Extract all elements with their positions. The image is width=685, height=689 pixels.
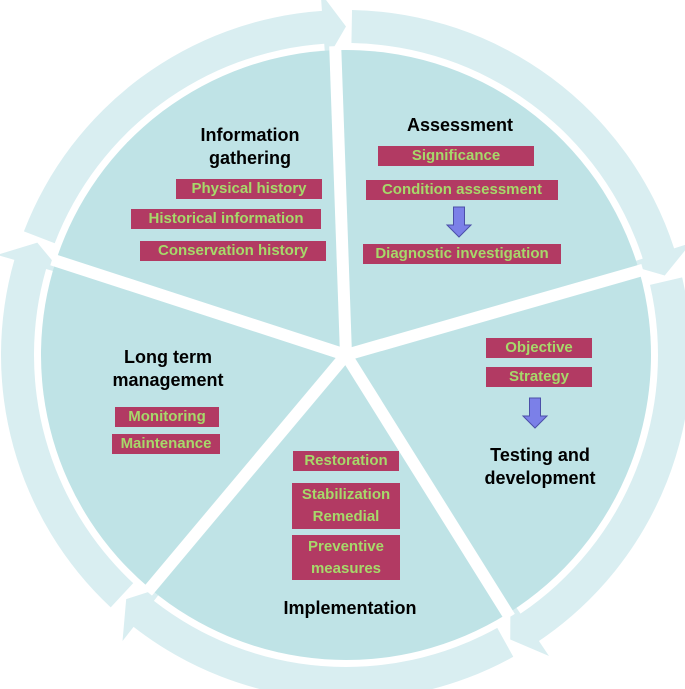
- preventive-measures-box: Preventive measures: [292, 535, 400, 580]
- testing-and-development-title: Testing and development: [484, 445, 596, 488]
- testing-down-arrow-icon: [521, 397, 549, 429]
- condition-assessment-box: Condition assessment: [366, 180, 558, 200]
- information-gathering-title: Information gathering: [200, 125, 300, 168]
- gathering-arrow-segment: [23, 0, 346, 244]
- objective-box: Objective: [486, 338, 592, 358]
- divider-right: [344, 264, 645, 361]
- diagnostic-investigation-box: Diagnostic investigation: [363, 244, 561, 264]
- physical-history-box: Physical history: [176, 179, 322, 199]
- divider-bottom-right: [340, 351, 515, 621]
- historical-information-box: Historical information: [131, 209, 321, 229]
- monitoring-box: Monitoring: [115, 407, 219, 427]
- assessment-title: Assessment: [406, 115, 514, 135]
- divider-top: [329, 45, 352, 356]
- implementation-arrow-segment: [122, 586, 514, 689]
- maintenance-box: Maintenance: [112, 434, 220, 454]
- divider-left: [50, 253, 348, 361]
- assessment-arrow-segment: [351, 10, 685, 276]
- divider-bottom-left: [142, 351, 351, 596]
- stabilization-remedial-box: Stabilization Remedial: [292, 483, 400, 529]
- assessment-sector: [335, 50, 640, 355]
- testing-arrow-segment: [510, 277, 685, 656]
- strategy-box: Strategy: [486, 367, 592, 387]
- restoration-box: Restoration: [293, 451, 399, 471]
- assessment-down-arrow-icon: [445, 206, 473, 238]
- conservation-history-box: Conservation history: [140, 241, 326, 261]
- management-arrow-segment: [0, 242, 134, 608]
- long-term-management-title: Long term management: [112, 347, 224, 390]
- significance-box: Significance: [378, 146, 534, 166]
- implementation-title: Implementation: [283, 598, 417, 618]
